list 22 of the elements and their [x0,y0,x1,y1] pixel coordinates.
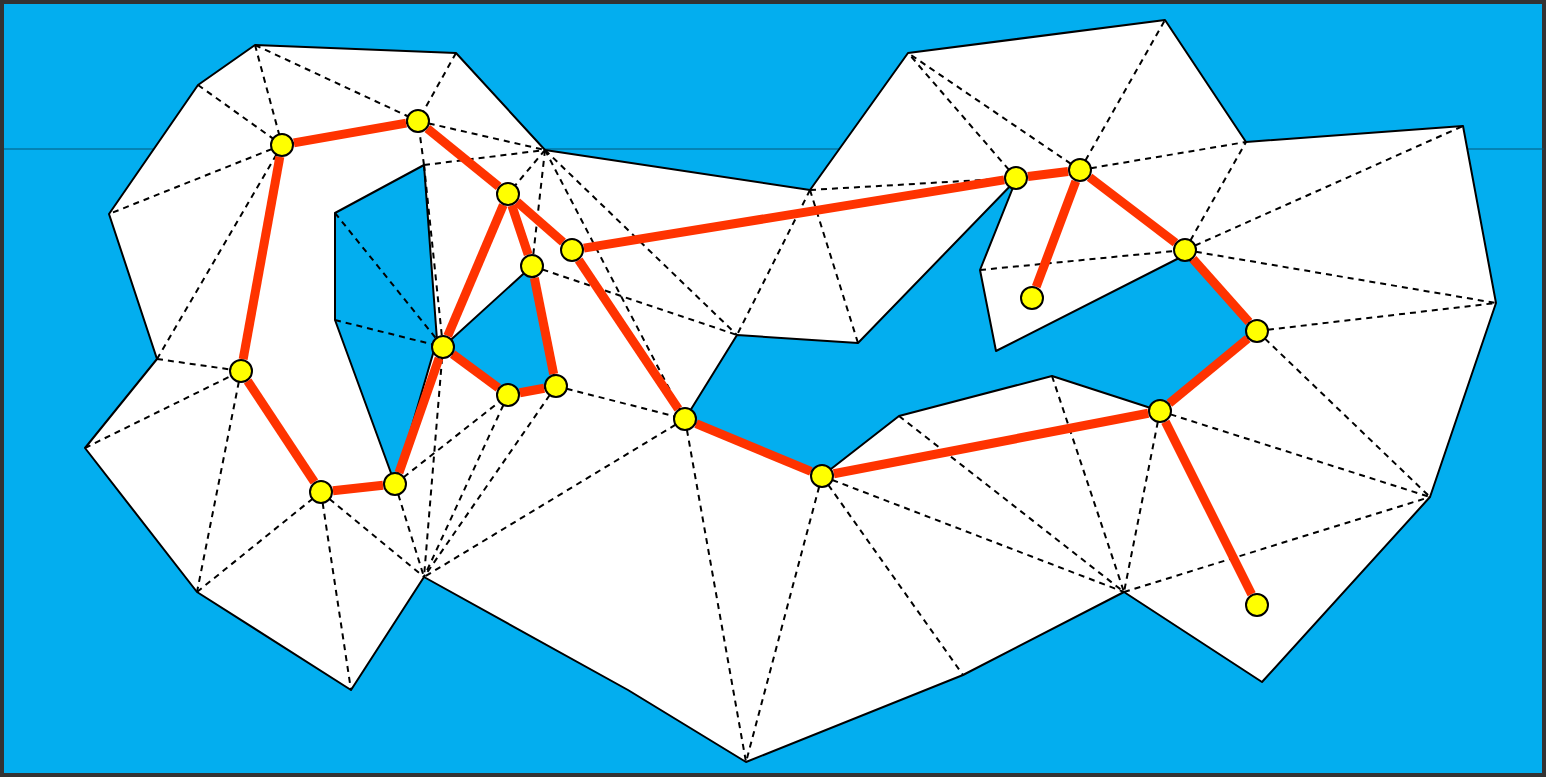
graph-edge [332,480,384,496]
graph-edge [583,175,1005,253]
graph-edge [293,118,407,148]
graph-edge [394,356,444,475]
graph-edge [518,383,546,398]
graph-edge [1189,255,1253,326]
graph-edge [1032,179,1080,289]
graph-edge [450,350,501,392]
graph-edge [1166,335,1251,407]
graph-edge [1086,173,1179,247]
graph-edge [243,378,319,485]
graph-edge [694,419,813,476]
graph-edge [514,198,566,246]
graph-edge [832,408,1150,479]
graph-edge [574,257,683,412]
graph-edge [443,203,508,338]
graph-edge [507,203,533,257]
graph-edge [424,125,502,190]
graph-edge [238,156,285,360]
graph-edge [529,276,559,376]
graph-edge [1027,167,1069,181]
graph-edge [1161,419,1256,597]
